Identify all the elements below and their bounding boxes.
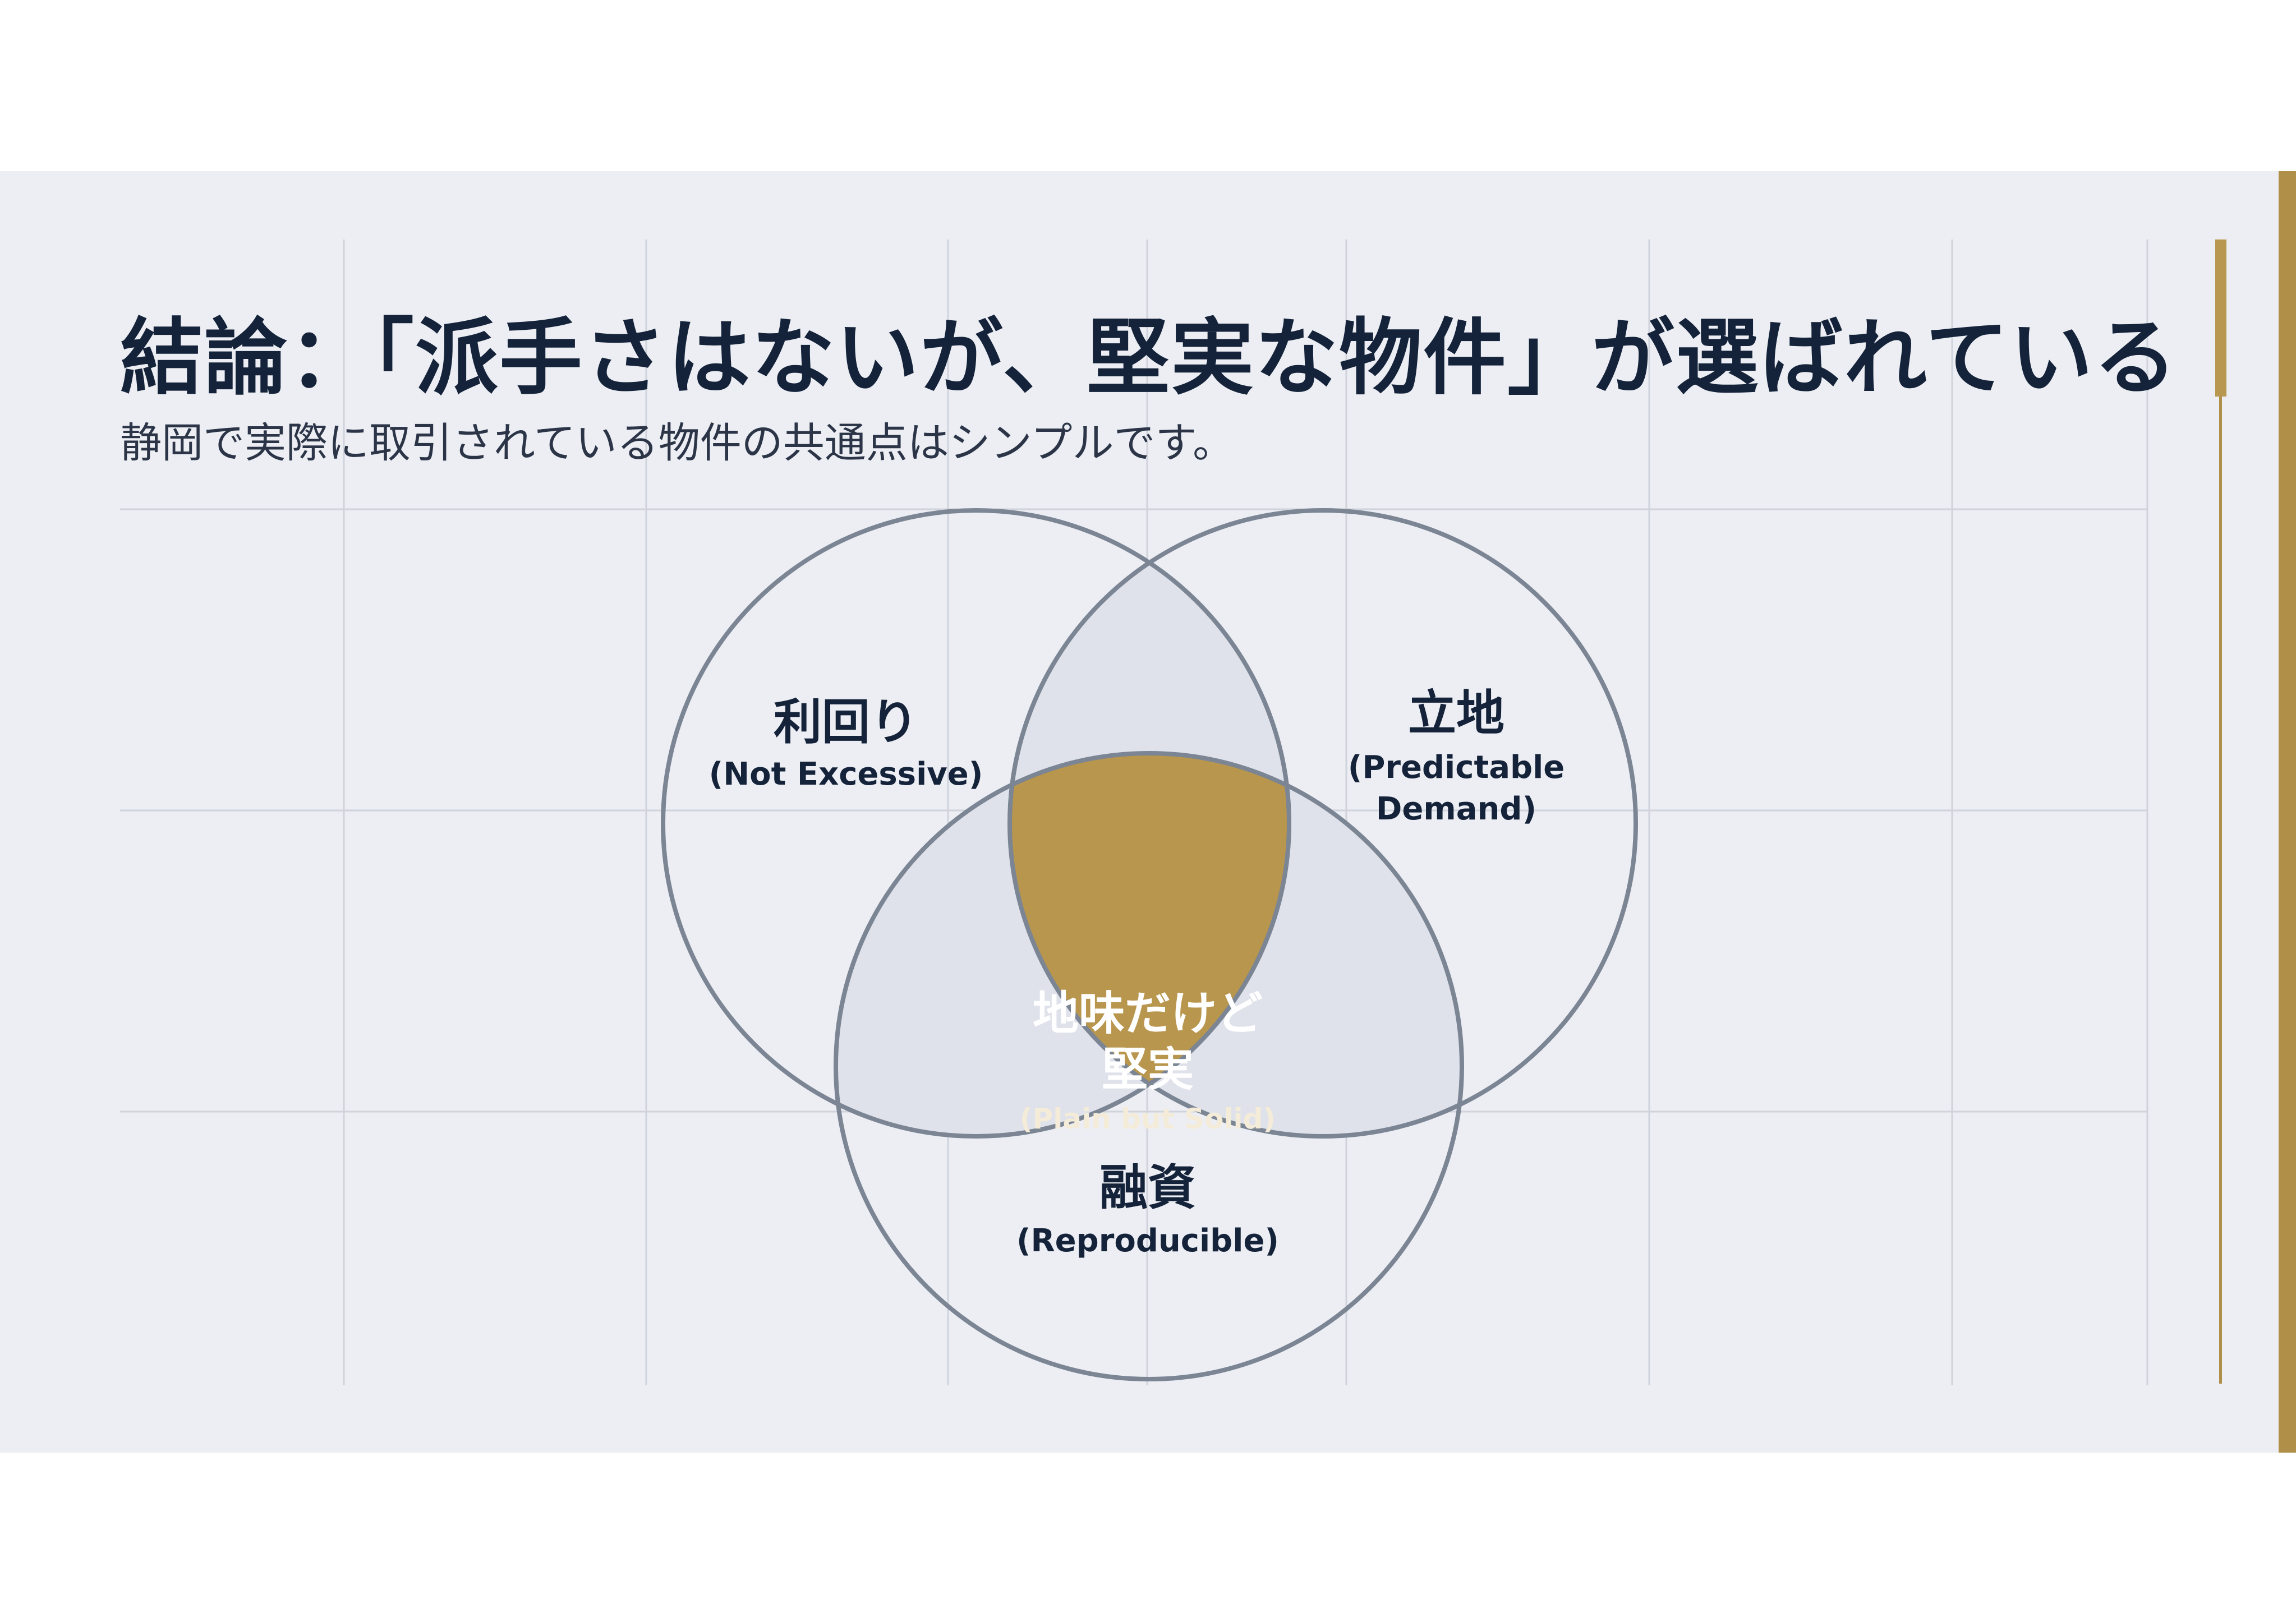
set-label-financing: 融資 xyxy=(1099,1160,1196,1216)
set-label-location: 立地 xyxy=(1408,685,1504,741)
venn-diagram: 利回り (Not Excessive) 立地 (Predictable Dema… xyxy=(661,508,1638,1381)
set-sublabel-financing: (Reproducible) xyxy=(1016,1223,1279,1259)
set-sublabel-yield: (Not Excessive) xyxy=(709,756,983,792)
set-sublabel-location-line1: (Predictable xyxy=(1348,749,1565,786)
slide-edge-accent xyxy=(2279,171,2296,1453)
circle-yield xyxy=(661,508,1291,1139)
slide: 利回り (Not Excessive) 立地 (Predictable Dema… xyxy=(0,171,2296,1453)
slide-title: 結論：「派手さはないが、堅実な物件」が選ばれている xyxy=(120,310,2178,406)
accent-rule-cap xyxy=(2215,239,2226,397)
center-label-line2: 堅実 xyxy=(1102,1043,1194,1096)
center-sublabel: (Plain but Solid) xyxy=(1020,1103,1276,1135)
accent-rule xyxy=(2219,239,2222,1384)
slide-subtitle: 静岡で実際に取引されている物件の共通点はシンプルです。 xyxy=(120,419,1235,467)
set-sublabel-location-line2: Demand) xyxy=(1376,791,1536,827)
set-label-yield: 利回り xyxy=(774,694,918,750)
circle-financing xyxy=(834,751,1464,1381)
center-intersection xyxy=(1010,753,1289,1136)
center-label-line1: 地味だけど xyxy=(1033,987,1263,1040)
circle-location xyxy=(1007,508,1638,1139)
background-grid xyxy=(120,239,2148,1385)
